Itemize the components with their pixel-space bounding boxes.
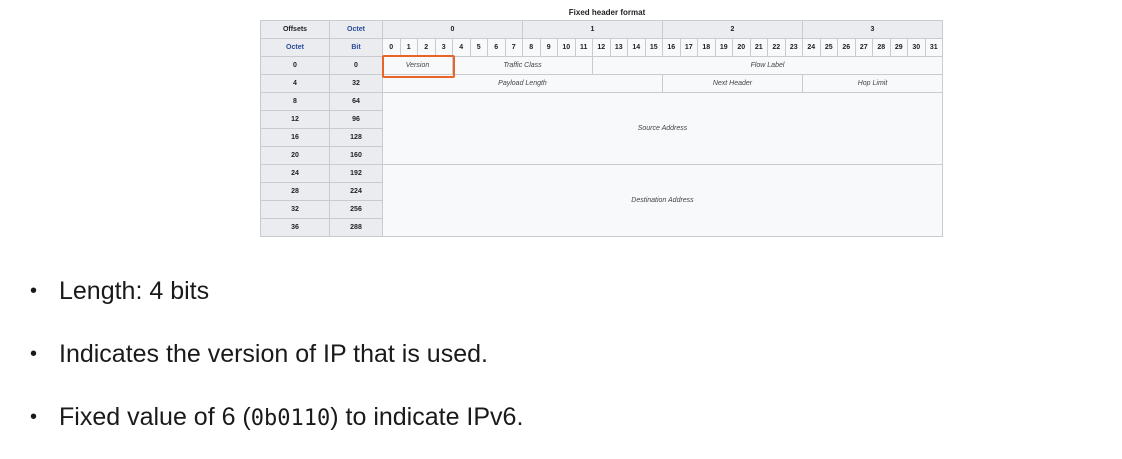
bullet-list: • Length: 4 bits • Indicates the version…: [30, 270, 523, 459]
row-octet: 0: [260, 56, 330, 75]
next-header-field: Next Header: [662, 74, 803, 93]
bit-number: 1: [399, 38, 418, 57]
list-item: • Length: 4 bits: [30, 270, 523, 312]
bit-number: 23: [784, 38, 803, 57]
bit-number: 31: [924, 38, 943, 57]
bullet-text-fixed-prefix: Fixed value of 6 (: [59, 403, 251, 431]
row-bit: 64: [329, 92, 383, 111]
bit-number: 2: [417, 38, 436, 57]
payload-length-field: Payload Length: [382, 74, 663, 93]
row-bit: 0: [329, 56, 383, 75]
bit-number: 24: [802, 38, 821, 57]
source-address-field: Source Address: [382, 92, 943, 165]
bit-number: 21: [749, 38, 768, 57]
bullet-icon: •: [30, 280, 38, 302]
bit-number: 6: [487, 38, 506, 57]
flow-label-field: Flow Label: [592, 56, 943, 75]
destination-address-field: Destination Address: [382, 164, 943, 237]
version-field: Version: [382, 56, 453, 75]
row-octet: 36: [260, 218, 330, 237]
bit-number: 10: [557, 38, 576, 57]
row-bit: 32: [329, 74, 383, 93]
bit-number: 15: [644, 38, 663, 57]
bit-number: 8: [522, 38, 541, 57]
bit-number: 3: [434, 38, 453, 57]
row-octet: 8: [260, 92, 330, 111]
bit-number: 26: [837, 38, 856, 57]
binary-value-code: 0b0110: [250, 406, 331, 431]
table-row: 8 64 Source Address: [260, 92, 943, 165]
table-title: Fixed header format: [568, 8, 646, 17]
octet-row-header: Octet: [260, 38, 330, 57]
row-octet: 28: [260, 182, 330, 201]
row-bit: 224: [329, 182, 383, 201]
table-row: 12 96: [260, 110, 943, 129]
table-row: 28 224: [260, 182, 943, 201]
table-row: 4 32 Payload Length Next Header Hop Limi…: [260, 74, 943, 93]
bit-header: Bit: [329, 38, 383, 57]
row-bit: 288: [329, 218, 383, 237]
row-octet: 12: [260, 110, 330, 129]
bit-number: 12: [592, 38, 611, 57]
row-octet: 20: [260, 146, 330, 165]
octet-1-header: 1: [522, 20, 663, 39]
bit-number: 14: [627, 38, 646, 57]
list-item: • Indicates the version of IP that is us…: [30, 333, 523, 375]
table-row: 36 288: [260, 218, 943, 237]
table-row: 32 256: [260, 200, 943, 219]
bit-number: 29: [889, 38, 908, 57]
bullet-text-length: Length: 4 bits: [59, 277, 210, 305]
bit-number: 13: [609, 38, 628, 57]
table-row: 24 192 Destination Address: [260, 164, 943, 237]
bit-number: 20: [732, 38, 751, 57]
bit-number: 11: [574, 38, 593, 57]
row-bit: 192: [329, 164, 383, 183]
hop-limit-field: Hop Limit: [802, 74, 943, 93]
bit-number: 18: [697, 38, 716, 57]
bit-number: 25: [819, 38, 838, 57]
octet-header: Octet: [329, 20, 383, 39]
bit-number: 28: [872, 38, 891, 57]
bit-number: 16: [662, 38, 681, 57]
bit-number: 5: [469, 38, 488, 57]
row-octet: 16: [260, 128, 330, 147]
bit-number: 9: [539, 38, 558, 57]
row-bit: 160: [329, 146, 383, 165]
bit-number: 0: [382, 38, 401, 57]
bit-number: 27: [854, 38, 873, 57]
octet-header-row: Offsets Octet 0 1 2 3: [260, 20, 943, 39]
bullet-icon: •: [30, 343, 38, 365]
traffic-class-field: Traffic Class: [452, 56, 593, 75]
table-row: 0 0 Version Traffic Class Flow Label: [260, 56, 943, 75]
octet-0-header: 0: [382, 20, 523, 39]
offsets-header: Offsets: [260, 20, 330, 39]
row-octet: 32: [260, 200, 330, 219]
table-row: 20 160: [260, 146, 943, 165]
bit-number: 22: [767, 38, 786, 57]
bit-number: 19: [714, 38, 733, 57]
bullet-text-indicates: Indicates the version of IP that is used…: [59, 340, 488, 368]
bit-header-row: Octet Bit 0 1 2 3 4 5 6 7 8 9 10 11 12 1…: [260, 38, 943, 57]
bit-number: 30: [907, 38, 926, 57]
octet-2-header: 2: [662, 20, 803, 39]
ipv6-header-table: Offsets Octet 0 1 2 3 Octet Bit 0 1 2 3 …: [260, 20, 943, 237]
bit-number: 17: [679, 38, 698, 57]
bit-number: 4: [452, 38, 471, 57]
row-octet: 24: [260, 164, 330, 183]
row-bit: 256: [329, 200, 383, 219]
row-bit: 128: [329, 128, 383, 147]
list-item: • Fixed value of 6 (0b0110) to indicate …: [30, 396, 523, 438]
bullet-icon: •: [30, 406, 38, 428]
row-bit: 96: [329, 110, 383, 129]
bullet-text-fixed-suffix: ) to indicate IPv6.: [330, 403, 524, 431]
row-octet: 4: [260, 74, 330, 93]
bit-number: 7: [504, 38, 523, 57]
octet-3-header: 3: [802, 20, 943, 39]
